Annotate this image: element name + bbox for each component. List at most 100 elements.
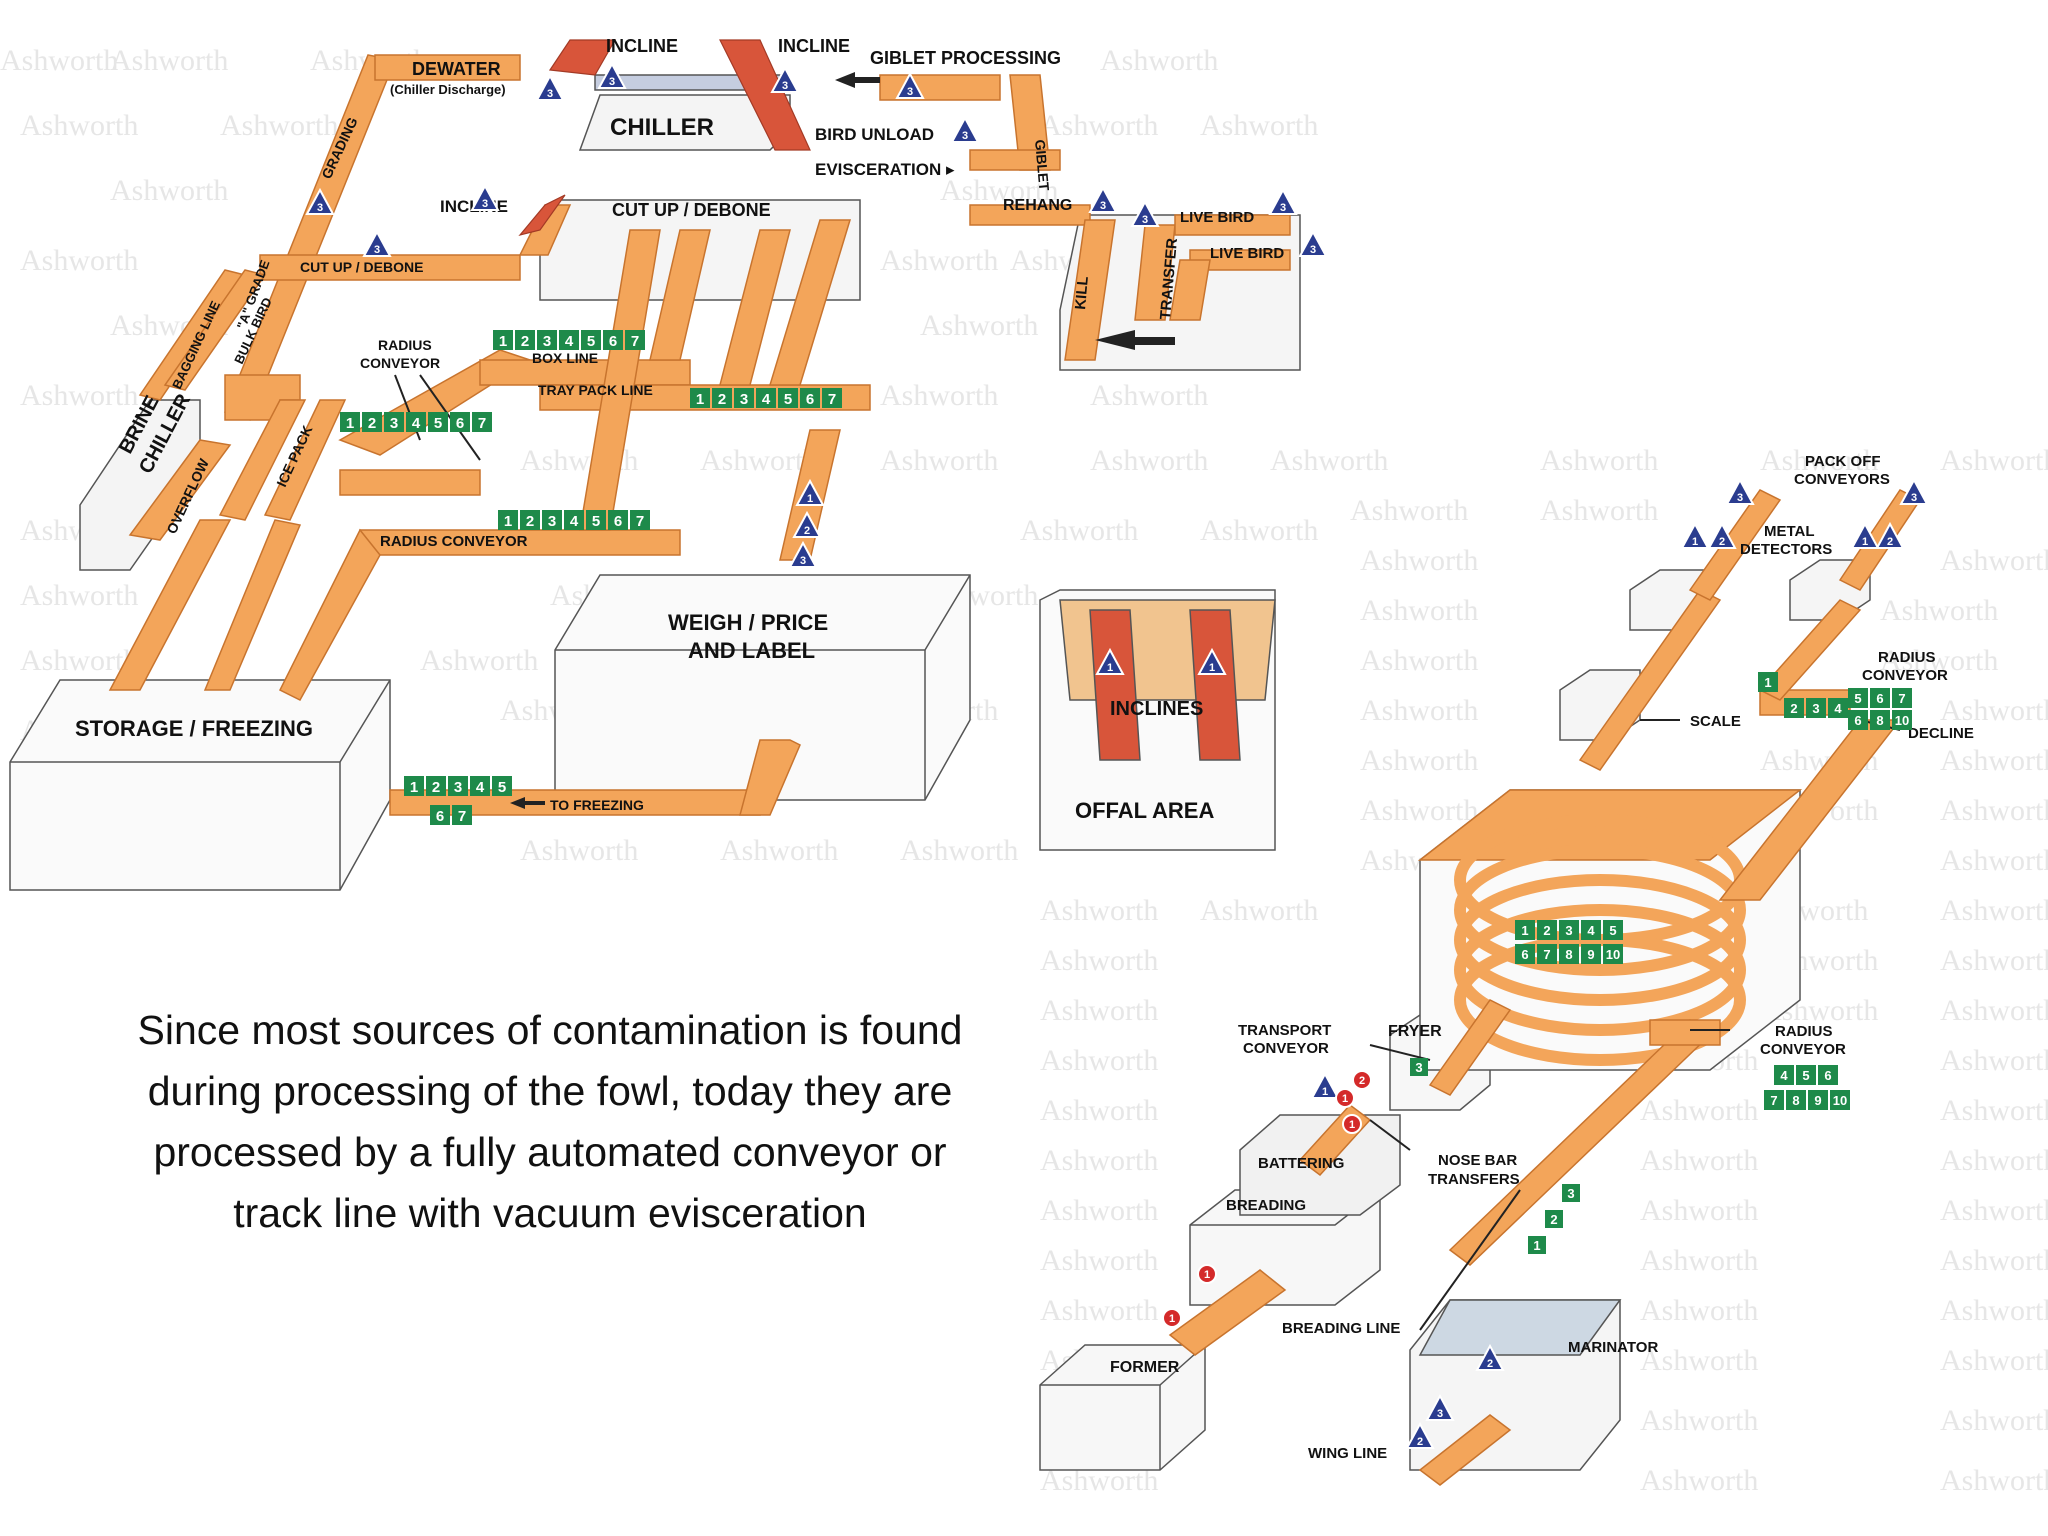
conveyor-debone-4 xyxy=(768,219,852,386)
label-dewater-sub: (Chiller Discharge) xyxy=(390,82,506,97)
watermark-text: Ashworth xyxy=(1100,44,1218,77)
badge-number: 2 xyxy=(368,415,376,432)
label-chiller: CHILLER xyxy=(610,114,714,141)
arrow-shaft xyxy=(1125,337,1175,345)
badge xyxy=(1758,672,1778,692)
badge-number: 7 xyxy=(1543,947,1550,962)
watermark-text: Ashworth xyxy=(920,309,1038,342)
label-kill: KILL xyxy=(1072,276,1092,311)
marker-number: 1 xyxy=(1209,662,1215,674)
arrow-left-icon xyxy=(510,797,525,809)
label-live-bird: LIVE BIRD xyxy=(1180,209,1254,226)
marker-number: 1 xyxy=(1204,1269,1210,1281)
badge-number: 8 xyxy=(1876,713,1883,728)
badge-number: 5 xyxy=(498,779,506,796)
badge-number: 4 xyxy=(412,415,421,432)
label-breading: BREADING xyxy=(1226,1197,1306,1214)
marker-number: 2 xyxy=(1887,536,1893,548)
badge-number: 1 xyxy=(410,779,418,796)
conveyor-pack-off-left xyxy=(1688,489,1782,601)
watermark-text: Ashworth xyxy=(880,379,998,412)
marker-triangle-icon: 1 xyxy=(1850,521,1880,549)
badge-number: 3 xyxy=(1415,1060,1422,1075)
marker-triangle-icon: 3 xyxy=(895,71,925,99)
label-pack-off: PACK OFF xyxy=(1805,453,1881,470)
marker-number: 3 xyxy=(1142,214,1148,226)
marker-number: 1 xyxy=(1169,1313,1175,1325)
marker-number: 2 xyxy=(1359,1075,1365,1087)
badge xyxy=(1545,1210,1563,1228)
badge-number: 8 xyxy=(1792,1093,1799,1108)
watermark-text: Ashworth xyxy=(1270,444,1388,477)
watermark-text: Ashworth xyxy=(880,244,998,277)
watermark-text: Ashworth xyxy=(1940,1344,2048,1377)
marker-number: 3 xyxy=(782,80,788,92)
marker-number: 2 xyxy=(1487,1358,1493,1370)
spiral-ring xyxy=(1454,874,1746,1006)
badge-number: 3 xyxy=(548,513,556,530)
badge-row-radius-upper: 1 2 3 4 5 6 7 6 8 10 xyxy=(1758,672,1912,730)
badge-number: 6 xyxy=(1824,1068,1831,1083)
marker-triangle-icon: 3 xyxy=(535,73,565,101)
pointer-line xyxy=(1369,1044,1431,1061)
conveyor-overflow xyxy=(128,439,232,541)
badge-number: 2 xyxy=(1550,1212,1557,1227)
badge-row-to-freezing: 1 2 3 4 5 6 7 xyxy=(404,776,512,825)
conveyor-live-bird-1 xyxy=(1174,214,1291,236)
badge xyxy=(340,412,360,432)
badge-number: 3 xyxy=(390,415,398,432)
badge-number: 7 xyxy=(631,333,639,350)
watermark-text: Ashworth xyxy=(1940,444,2048,477)
label-wing-line: WING LINE xyxy=(1308,1445,1387,1462)
badge xyxy=(778,388,798,408)
label-radius-conveyor: CONVEYOR xyxy=(360,355,440,371)
conveyor-ice-pack-2 xyxy=(263,399,347,521)
badge-number: 3 xyxy=(1812,701,1819,716)
conveyor-debone-3 xyxy=(719,229,791,386)
badge xyxy=(1774,1065,1794,1085)
bottom-plant-labels: PACK OFF CONVEYORS METAL DETECTORS RADIU… xyxy=(1110,453,1974,1462)
marker-number: 2 xyxy=(804,525,810,537)
marker-triangle-icon: 1 xyxy=(1197,647,1227,675)
conveyor-debone-2 xyxy=(649,229,711,361)
badge xyxy=(1603,944,1623,964)
watermark-text: Ashworth xyxy=(1640,1344,1758,1377)
marker-circle-icon: 2 xyxy=(1352,1070,1372,1090)
bottom-conveyor-network xyxy=(1168,489,1922,1486)
badge-number: 3 xyxy=(543,333,551,350)
badge-number: 9 xyxy=(1587,947,1594,962)
marker-triangle-icon: 1 xyxy=(1680,521,1710,549)
badge xyxy=(515,330,535,350)
badge-row-box-line: 1 2 3 4 5 6 7 xyxy=(493,330,645,350)
marker-triangle-icon: 3 xyxy=(950,115,980,143)
badge xyxy=(1870,710,1890,730)
watermark-text: Ashworth xyxy=(20,644,138,677)
badge xyxy=(1818,1065,1838,1085)
badge-number: 3 xyxy=(454,779,462,796)
watermark-text: Ashworth xyxy=(0,44,118,77)
marker-circle-icon: 1 xyxy=(1342,1114,1362,1134)
label-to-freezing: TO FREEZING xyxy=(550,797,644,813)
label-giblet-processing: GIBLET PROCESSING xyxy=(870,48,1061,68)
label-weigh-price: WEIGH / PRICE xyxy=(668,610,828,635)
badge xyxy=(586,510,606,530)
badge-number: 6 xyxy=(456,415,464,432)
watermark-text: Ashworth xyxy=(1200,514,1318,547)
watermark-text: Ashworth xyxy=(1940,544,2048,577)
watermark-text: Ashworth xyxy=(20,579,138,612)
incline-ramp-3 xyxy=(518,194,566,237)
label-rehang: REHANG xyxy=(1003,197,1072,214)
watermark-text: Ashworth xyxy=(1040,994,1158,1027)
badge xyxy=(1784,698,1804,718)
watermark-text: Ashworth xyxy=(1540,444,1658,477)
watermark-text: Ashworth xyxy=(1940,1194,2048,1227)
badge xyxy=(712,388,732,408)
label-radius-conveyor: CONVEYOR xyxy=(1862,667,1948,684)
marker-number: 3 xyxy=(547,88,553,100)
badge-number: 3 xyxy=(1567,1186,1574,1201)
badge-number: 7 xyxy=(478,415,486,432)
marker-number: 1 xyxy=(1322,1086,1328,1098)
watermark-text: Ashworth xyxy=(1040,109,1158,142)
label-radius-conveyor: RADIUS xyxy=(378,337,432,353)
